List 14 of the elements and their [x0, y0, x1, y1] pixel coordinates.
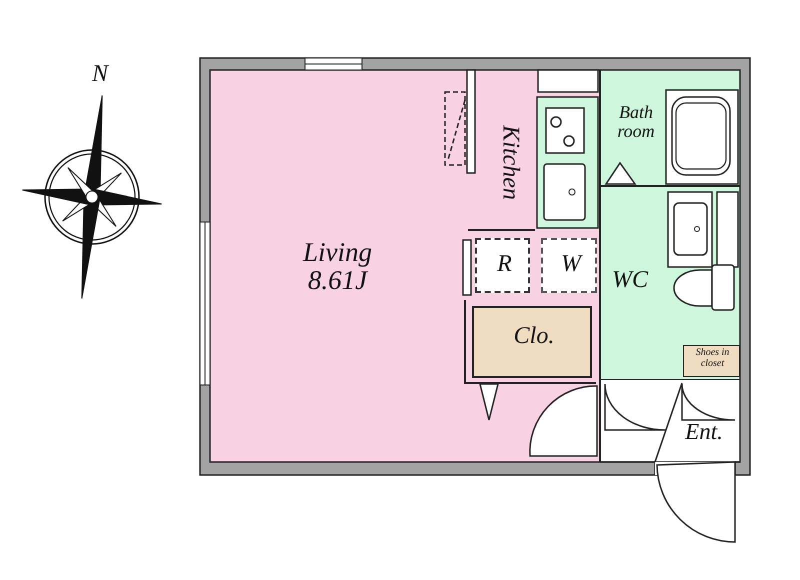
room-label: Living 8.61J: [302, 238, 373, 295]
room-label: W: [560, 252, 584, 278]
room-label: Clo.: [512, 324, 556, 350]
refrigerator-space: [475, 238, 530, 293]
room-label: Kitchen: [497, 124, 523, 202]
closet-area: [472, 306, 592, 378]
washer-space: [541, 238, 597, 293]
room-label: Ent.: [684, 420, 724, 444]
shoe-closet: [683, 345, 740, 377]
room-label: Shoes in closet: [694, 348, 730, 369]
room-label: WC: [611, 268, 650, 294]
room-label: R: [496, 252, 513, 278]
north-label: N: [90, 62, 110, 88]
room-label: Bath room: [616, 103, 656, 141]
